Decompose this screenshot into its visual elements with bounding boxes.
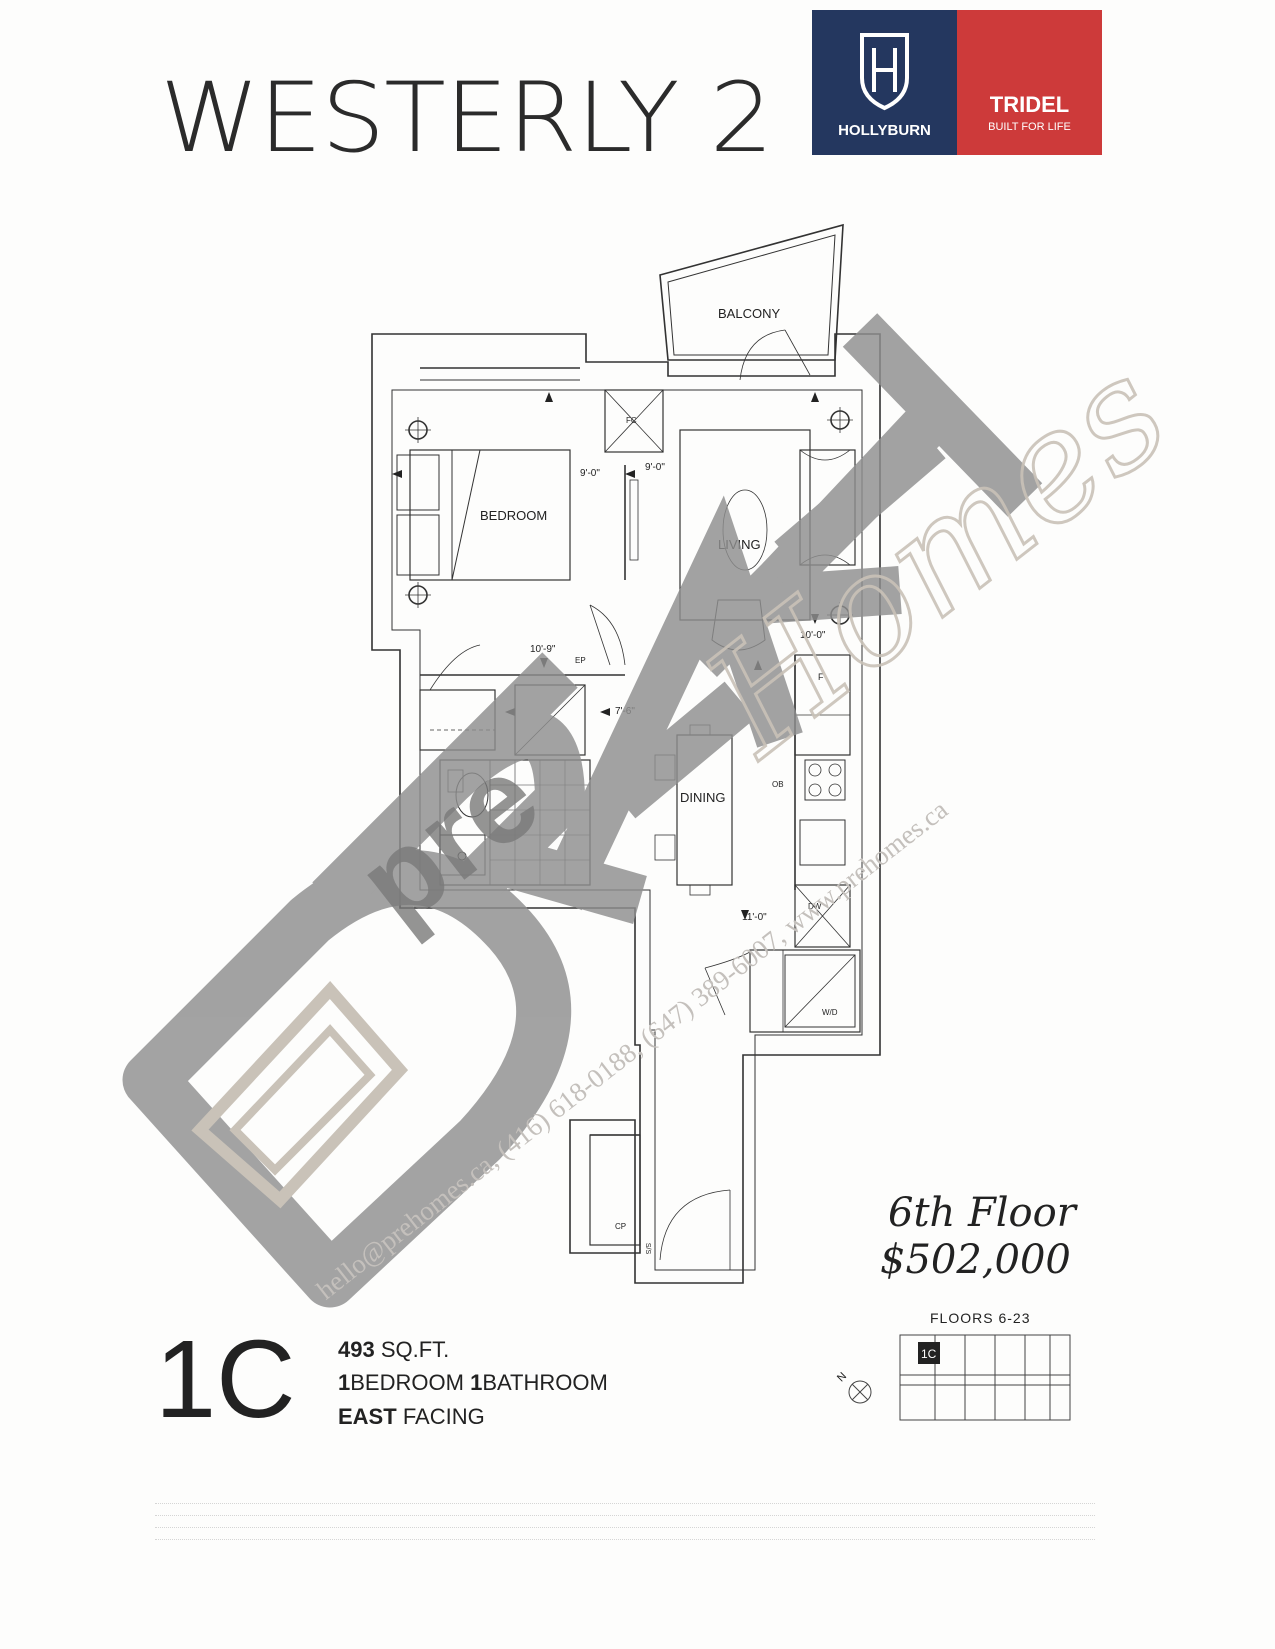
handwritten-floor: 6th Floor xyxy=(888,1190,1076,1236)
room-balcony: BALCONY xyxy=(718,306,781,321)
bath-label: BATHROOM xyxy=(482,1370,608,1395)
keyplan: 1C N xyxy=(835,1334,1071,1421)
dim-bedroom-width: 10'-9" xyxy=(530,644,556,655)
dim-kitchen: 11'-0" xyxy=(742,912,767,923)
fixture-dishwasher: DW xyxy=(808,902,822,911)
facing-direction: EAST xyxy=(338,1404,397,1429)
hollyburn-crest-icon xyxy=(860,33,909,111)
handwritten-price: $502,000 xyxy=(880,1237,1071,1283)
sqft-unit: SQ.FT. xyxy=(380,1337,450,1362)
room-dining: DINING xyxy=(680,790,726,805)
sqft-value: 493 xyxy=(338,1337,375,1362)
unit-area: 493 SQ.FT. xyxy=(338,1337,449,1363)
fixture-cp: CP xyxy=(615,1222,627,1231)
unit-facing: EAST FACING xyxy=(338,1404,485,1430)
dim-bedroom-height: 9'-0" xyxy=(580,468,600,479)
fixture-ss: S/S xyxy=(644,1242,652,1255)
svg-text:1C: 1C xyxy=(921,1347,937,1361)
dim-bath: 7'-6" xyxy=(615,706,635,717)
hollyburn-logo: HOLLYBURN xyxy=(812,10,957,155)
keyplan-floors: FLOORS 6-23 xyxy=(930,1310,1031,1326)
fixture-fc: FC xyxy=(626,416,637,425)
tridel-logo: TRIDEL BUILT FOR LIFE xyxy=(957,10,1102,155)
hollyburn-name: HOLLYBURN xyxy=(838,122,931,139)
page-title: WESTERLY 2 xyxy=(160,62,774,174)
unit-rooms: 1BEDROOM 1BATHROOM xyxy=(338,1370,608,1396)
fixture-oven: OB xyxy=(772,780,784,789)
room-living: LIVING xyxy=(718,537,761,552)
fixture-ep: EP xyxy=(575,656,586,665)
facing-label: FACING xyxy=(402,1404,485,1429)
disclaimer-text xyxy=(155,1500,1095,1543)
bath-count: 1 xyxy=(470,1370,483,1395)
unit-code: 1C xyxy=(155,1318,296,1441)
fixture-washer-dryer: W/D xyxy=(822,1008,838,1017)
svg-text:N: N xyxy=(835,1370,849,1384)
tridel-tagline: BUILT FOR LIFE xyxy=(988,121,1071,133)
tridel-name: TRIDEL xyxy=(989,92,1070,117)
dim-living-height: 9'-0" xyxy=(645,462,665,473)
fixture-fridge: F xyxy=(818,672,824,682)
dim-living-width: 10'-0" xyxy=(800,630,826,641)
north-compass-icon xyxy=(848,1380,872,1404)
bed-label: BEDROOM xyxy=(350,1370,464,1395)
bed-count: 1 xyxy=(338,1370,351,1395)
room-bedroom: BEDROOM xyxy=(480,508,548,523)
